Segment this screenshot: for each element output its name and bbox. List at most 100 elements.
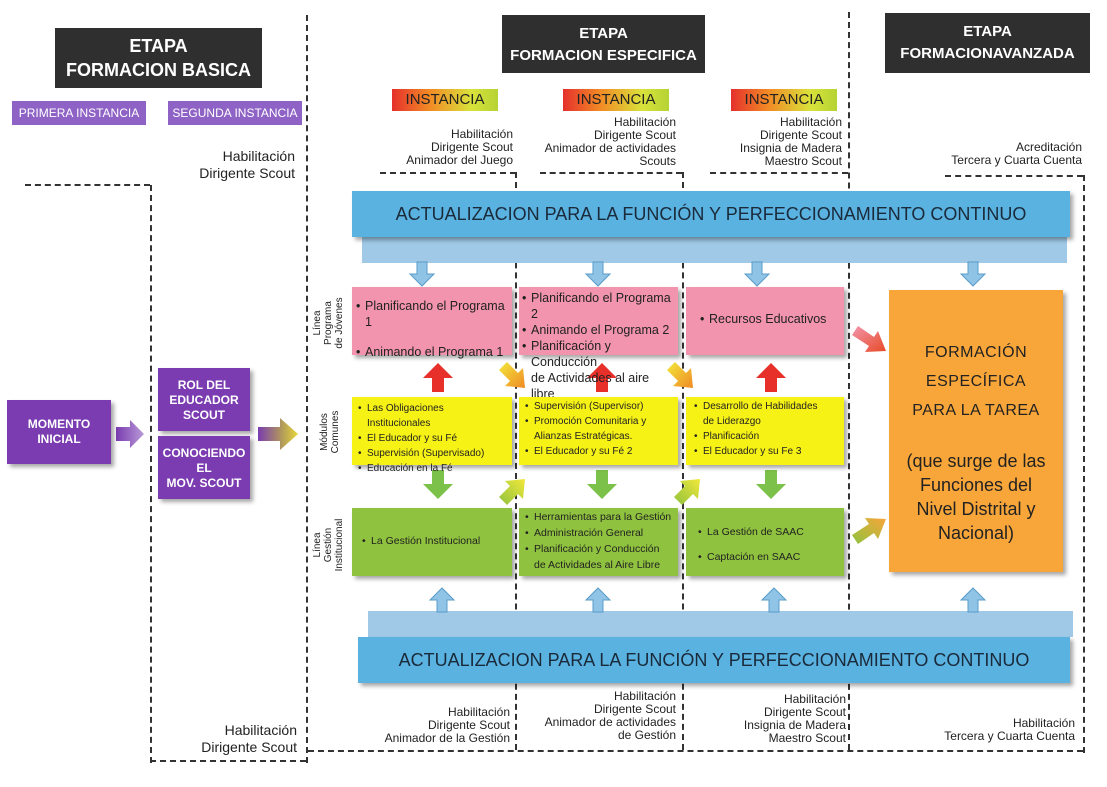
row-label-line: de Jóvenes [334,297,345,349]
arrow-down-green-icon [587,470,617,499]
arrow-up-icon [760,587,788,613]
divider-col1-top [380,172,516,174]
note-top-advanced: Acreditación Tercera y Cuarta Cuenta [920,141,1082,167]
stage-header-line1: ETAPA [579,25,628,42]
programa-box-col3: Recursos Educativos [686,287,844,355]
note-line: Maestro Scout [768,731,846,745]
list-item: Supervisión (Supervisor) [525,399,672,414]
stage-header-specific: ETAPA FORMACION ESPECIFICA [502,15,705,73]
arrow-down-icon [959,261,987,287]
box-line: MOV. SCOUT [166,476,242,490]
row-label-line: Línea [312,310,323,336]
formacion-especifica-box: FORMACIÓN ESPECÍFICA PARA LA TAREA (que … [889,290,1063,572]
divider-basic-left [150,185,152,763]
stage-header-line2: FORMACIONAVANZADA [900,45,1075,62]
note-line: Habilitación [222,148,295,164]
note-bottom-col1: Habilitación Dirigente Scout Animador de… [370,706,510,745]
programa-box-col2: Planificando el Programa 2 Animando el P… [519,287,678,401]
update-band-top: ACTUALIZACION PARA LA FUNCIÓN Y PERFECCI… [352,191,1070,237]
note-line: Habilitación [613,689,676,703]
rol-educador-box: ROL DEL EDUCADOR SCOUT [158,368,250,431]
stage-header-line1: ETAPA [129,36,188,56]
top-connector-bar [362,237,1067,263]
list-item: Planificación [694,429,836,444]
divider-basic-right [306,15,308,763]
list-item: El Educador y su Fé 2 [525,444,672,459]
divider-basic-bottom [150,760,306,762]
note-line: Dirigente Scout [430,140,513,154]
gestion-box-col1: La Gestión Institucional [352,508,512,576]
note-line: Habilitación [1012,716,1075,730]
gestion-box-col2: Herramientas para la Gestión Administrac… [519,508,678,576]
note-line: Habilitación [783,692,846,706]
modulos-box-col1: Las Obligaciones Institucionales El Educ… [352,397,512,476]
box-line: INICIAL [37,432,81,446]
list-item: Animando el Programa 1 [356,344,508,360]
note-line: Dirigente Scout [763,705,846,719]
box-line: ROL DEL [177,378,231,392]
divider-col3 [848,12,850,750]
note-line: Animador de la Gestión [384,731,510,745]
divider-col2 [682,172,684,750]
note-line: de Gestión [617,728,676,742]
momento-inicial-box: MOMENTO INICIAL [7,400,111,464]
list-item: Planificando el Programa 2 [522,290,675,322]
instance-col3: INSTANCIA [731,89,837,111]
list-item: La Gestión de SAAC [698,520,832,545]
arrow-diagonal-up-icon [674,479,700,505]
stage-header-basic: ETAPA FORMACION BASICA [55,28,262,88]
arrow-up-icon [584,587,612,613]
divider-col1 [515,172,517,750]
note-line: Animador de actividades [544,715,676,729]
row-label-programa: Línea Programa de Jóvenes [312,283,348,363]
note-line: Habilitación [779,115,842,129]
note-line: Dirigente Scout [199,165,295,181]
arrow-right-icon [116,420,144,448]
list-item: El Educador y su Fé [358,431,506,446]
divider-right [1083,175,1085,753]
note-line: Dirigente Scout [593,128,676,142]
list-item: Recursos Educativos [700,311,830,327]
gestion-box-col3: La Gestión de SAAC Captación en SAAC [686,508,844,576]
note-line: Dirigente Scout [759,128,842,142]
note-line: Acreditación [1015,140,1082,154]
divider-bottom [308,750,1083,752]
note-line: Animador del Juego [406,153,513,167]
list-item: Educación en la Fé [358,461,506,476]
list-item: Las Obligaciones Institucionales [358,401,506,431]
note-top-col1: Habilitación Dirigente Scout Animador de… [380,128,513,167]
row-label-line: Módulos [319,413,330,451]
note-line: Tercera y Cuarta Cuenta [951,153,1082,167]
programa-box-col1: Planificando el Programa 1 Animando el P… [352,287,512,360]
list-item: La Gestión Institucional [362,532,502,550]
arrow-down-icon [408,261,436,287]
arrow-up-icon [428,587,456,613]
arrow-right-icon [258,418,298,450]
list-item: Administración General [525,525,672,541]
note-line: Animador de actividades [544,141,676,155]
note-bottom-col2: Habilitación Dirigente Scout Animador de… [530,690,676,742]
row-label-modulos: Módulos Comunes [319,397,343,467]
divider-basic-top [25,184,150,186]
list-item: Animando el Programa 2 [522,322,675,338]
row-label-line: Programa [323,301,334,345]
note-line: Scouts [639,154,676,168]
note-top-col2: Habilitación Dirigente Scout Animador de… [530,116,676,168]
divider-col3-top [710,172,848,174]
bottom-connector-bar [368,611,1073,637]
orange-title: FORMACIÓN ESPECÍFICA PARA LA TAREA [912,344,1040,419]
list-item: Planificando el Programa 1 [356,298,508,330]
row-label-line: Comunes [330,410,341,454]
note-line: Tercera y Cuarta Cuenta [944,729,1075,743]
note-line: Habilitación [450,127,513,141]
stage-header-advanced: ETAPA FORMACIONAVANZADA [885,13,1090,73]
modulos-box-col2: Supervisión (Supervisor) Promoción Comun… [519,397,678,465]
arrow-down-green-icon [756,470,786,499]
list-item: Captación en SAAC [698,545,832,570]
arrow-to-orange-icon [852,518,886,544]
box-line: MOMENTO [27,417,91,431]
